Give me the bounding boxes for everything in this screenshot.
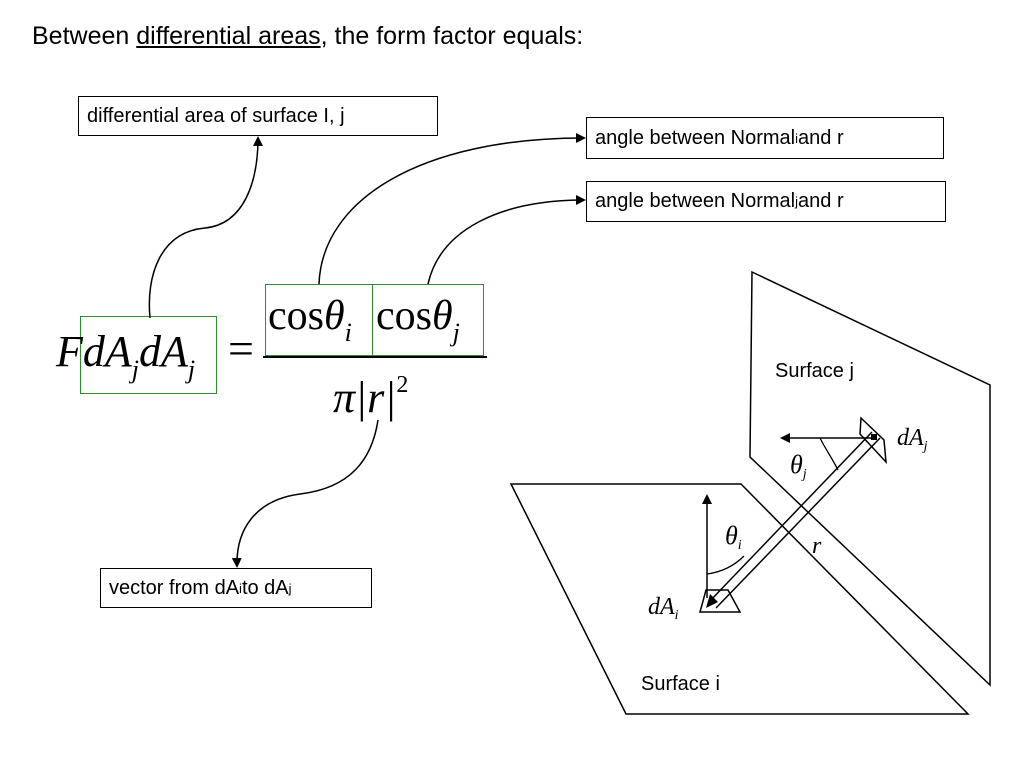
- r-vector-arrowhead: [706, 594, 718, 608]
- eq-dA-2: dA: [139, 327, 188, 376]
- heading-prefix: Between: [32, 22, 137, 50]
- theta-j-text: θ: [790, 450, 803, 479]
- equation-lhs: FdAjdAj: [56, 326, 195, 385]
- eq-dA-1: dA: [82, 327, 132, 376]
- dAj-label: dAj: [897, 425, 928, 455]
- callout-angle-i-sub: i: [795, 130, 799, 146]
- eq-equals: =: [228, 323, 254, 374]
- slide-heading: Between differential areas, the form fac…: [32, 22, 583, 51]
- callout-angle-i-text: angle between Normal: [595, 126, 796, 149]
- eq-theta-2-sub: j: [452, 318, 460, 347]
- r-vector-line-b: [715, 437, 881, 609]
- eq-r-abs: |r|: [355, 373, 397, 422]
- dAi-sub: i: [674, 608, 679, 623]
- callout-angle-j-text: angle between Normal: [595, 190, 796, 212]
- heading-underlined: differential areas: [136, 22, 321, 50]
- eq-exponent: 2: [396, 372, 409, 398]
- eq-numerator-1: cosθi: [268, 292, 352, 348]
- r-label: r: [812, 533, 822, 559]
- angle-arc-i: [706, 555, 745, 575]
- r-vector-start-dot: [871, 434, 877, 440]
- eq-sub-2: j: [187, 355, 196, 384]
- callout-vector-p2: to dA: [241, 576, 289, 599]
- callout-angle-i-suffix: and r: [798, 126, 844, 149]
- eq-F: F: [56, 327, 83, 376]
- eq-theta-1: θ: [324, 293, 345, 339]
- theta-i-label: θi: [725, 521, 742, 554]
- eq-pi: π: [333, 373, 356, 422]
- dAi-label: dAi: [648, 594, 679, 624]
- r-vector-line-a: [707, 431, 873, 604]
- dAj-text: dA: [897, 425, 924, 451]
- arrow-to-differential-area: [148, 136, 263, 319]
- eq-theta-2: θ: [432, 293, 453, 339]
- callout-vector-s2: j: [288, 580, 292, 596]
- eq-numerator-2: cosθj: [376, 292, 460, 348]
- surface-j-label: Surface j: [775, 360, 854, 382]
- eq-theta-1-sub: i: [344, 318, 352, 347]
- callout-angle-j-sub: j: [795, 194, 799, 209]
- callout-angle-j-suffix: and r: [798, 190, 844, 212]
- surface-i-plane: [509, 483, 970, 715]
- theta-j-label: θj: [790, 450, 807, 483]
- eq-cos-2: cos: [376, 293, 432, 339]
- highlight-dA-box: [80, 316, 217, 394]
- highlight-cos-theta-j-box: [372, 284, 484, 356]
- callout-differential-area: differential area of surface I, j: [78, 96, 438, 136]
- eq-denominator: π|r|2: [333, 372, 408, 423]
- theta-j-sub: j: [802, 467, 807, 482]
- arrow-to-angle-j: [427, 195, 586, 285]
- arrow-to-angle-i: [318, 133, 586, 285]
- theta-i-text: θ: [725, 521, 738, 550]
- arrow-to-vector: [231, 419, 379, 568]
- angle-arc-j: [819, 437, 839, 471]
- callout-vector-p1: vector from dA: [109, 576, 240, 599]
- dAi-text: dA: [648, 594, 675, 620]
- dAj-sub: j: [923, 439, 928, 454]
- theta-i-sub: i: [737, 538, 742, 553]
- patch-dAi: [699, 589, 742, 613]
- eq-cos-1: cos: [268, 293, 324, 339]
- heading-suffix: , the form factor equals:: [320, 22, 584, 50]
- eq-sub-1: j: [131, 355, 140, 384]
- surface-j-plane: [749, 270, 991, 687]
- callout-differential-area-text: differential area of surface I, j: [87, 104, 345, 127]
- callout-vector-s1: i: [239, 580, 242, 596]
- surface-i-label: Surface i: [641, 673, 720, 695]
